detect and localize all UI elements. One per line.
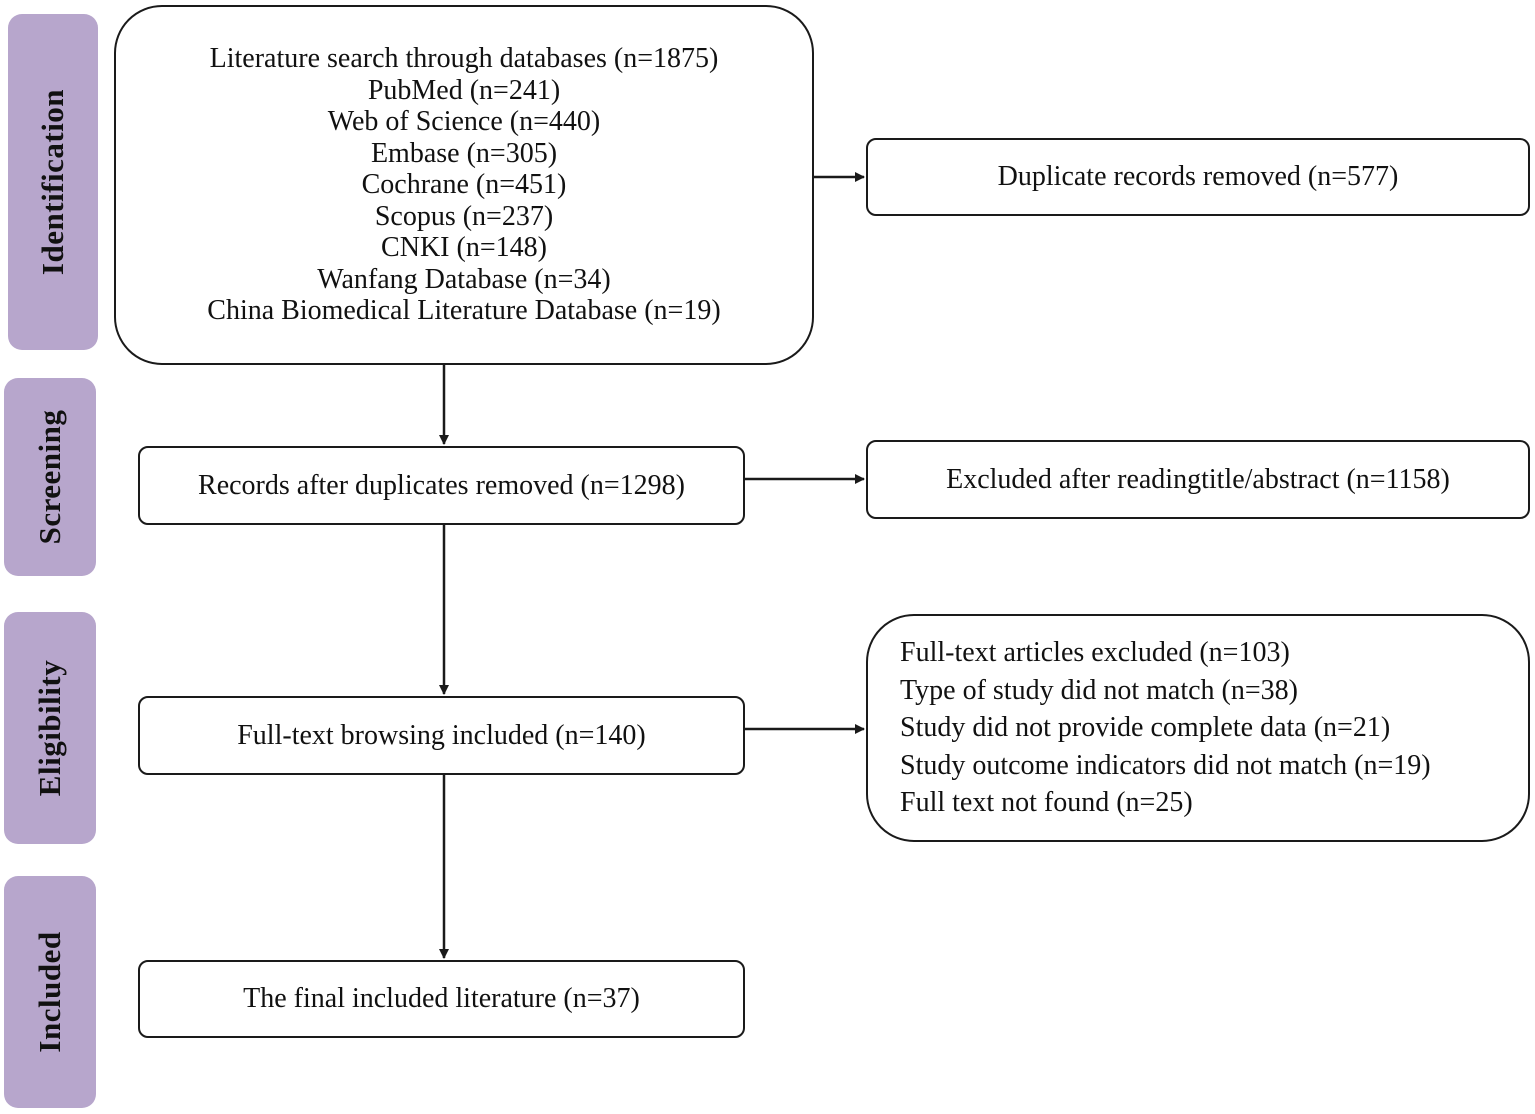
full-text-excluded-line: Full text not found (n=25) — [900, 787, 1193, 819]
full-text-excluded-line: Type of study did not match (n=38) — [900, 674, 1298, 706]
identification-line: Embase (n=305) — [370, 137, 558, 169]
identification-line: Scopus (n=237) — [374, 200, 554, 232]
records-after-duplicates-box: Records after duplicates removed (n=1298… — [138, 446, 745, 525]
excluded-title-abstract-box: Excluded after readingtitle/abstract (n=… — [866, 440, 1530, 519]
identification-line: Cochrane (n=451) — [361, 169, 567, 201]
final-included-text: The final included literature (n=37) — [243, 983, 640, 1015]
duplicates-removed-text: Duplicate records removed (n=577) — [997, 161, 1399, 193]
full-text-excluded-line: Study did not provide complete data (n=2… — [900, 712, 1391, 744]
phase-identification: Identification — [8, 14, 98, 350]
full-text-excluded-box: Full-text articles excluded (n=103) Type… — [866, 614, 1530, 842]
full-text-browsing-text: Full-text browsing included (n=140) — [237, 719, 646, 751]
full-text-browsing-box: Full-text browsing included (n=140) — [138, 696, 745, 775]
full-text-excluded-line: Full-text articles excluded (n=103) — [900, 637, 1290, 669]
excluded-title-abstract-text: Excluded after readingtitle/abstract (n=… — [946, 463, 1450, 495]
identification-line: Literature search through databases (n=1… — [209, 43, 719, 75]
identification-line: China Biomedical Literature Database (n=… — [207, 295, 721, 327]
identification-line: CNKI (n=148) — [381, 232, 547, 264]
identification-line: Wanfang Database (n=34) — [317, 263, 611, 295]
identification-line: Web of Science (n=440) — [327, 106, 601, 138]
identification-line: PubMed (n=241) — [367, 74, 561, 106]
phase-eligibility: Eligibility — [4, 612, 96, 844]
final-included-box: The final included literature (n=37) — [138, 960, 745, 1038]
duplicates-removed-box: Duplicate records removed (n=577) — [866, 138, 1530, 216]
phase-screening: Screening — [4, 378, 96, 576]
identification-box: Literature search through databases (n=1… — [114, 5, 814, 365]
phase-included: Included — [4, 876, 96, 1108]
records-after-duplicates-text: Records after duplicates removed (n=1298… — [198, 469, 685, 501]
full-text-excluded-line: Study outcome indicators did not match (… — [900, 749, 1431, 781]
